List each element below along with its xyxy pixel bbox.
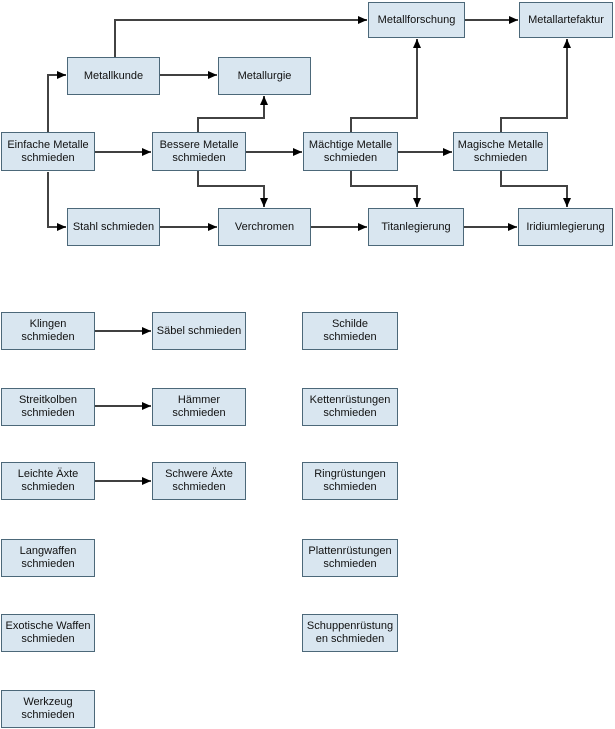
node-label-line: Säbel schmieden — [156, 324, 242, 337]
node-label-line: Schuppenrüstung — [306, 620, 394, 632]
node-titanlegierung[interactable]: Titanlegierung — [368, 208, 464, 246]
node-saebel-schmieden[interactable]: Säbel schmieden — [152, 312, 246, 350]
node-label-line: schmieden — [323, 151, 378, 164]
node-label-line: Stahl schmieden — [72, 220, 155, 233]
node-label-line: Hämmer — [177, 394, 221, 406]
node-iridiumlegierung[interactable]: Iridiumlegierung — [518, 208, 613, 246]
node-label-line: Schilde — [331, 318, 369, 330]
node-label-line: Iridiumlegierung — [526, 220, 605, 233]
edge-bessere-metalle-schmieden-to-metallurgie — [197, 96, 268, 132]
node-label-line: schmieden — [21, 481, 75, 493]
node-label-line: Klingen — [29, 318, 67, 330]
node-label-line: Langwaffen — [19, 545, 77, 557]
node-verchromen[interactable]: Verchromen — [218, 208, 311, 246]
node-label-line: schmieden — [21, 558, 75, 570]
node-label-line: Ringrüstungen — [314, 468, 386, 480]
node-metallkunde[interactable]: Metallkunde — [67, 57, 160, 95]
node-label-line: Metallartefaktur — [528, 13, 604, 26]
node-label-line: Plattenrüstungen — [308, 545, 392, 557]
edge-magische-metalle-schmieden-to-metallartefaktur — [500, 39, 571, 132]
node-label-line: Mächtige Metalle — [308, 138, 393, 151]
node-metallartefaktur[interactable]: Metallartefaktur — [519, 2, 613, 38]
node-label-line: Verchromen — [234, 220, 295, 233]
node-label-line: Exotische Waffen — [5, 620, 91, 632]
edge-einfache-metalle-schmieden-to-stahl-schmieden — [47, 172, 66, 231]
node-metallforschung[interactable]: Metallforschung — [368, 2, 465, 38]
node-label-line: Einfache Metalle — [7, 138, 89, 151]
node-label-line: Kettenrüstungen — [309, 394, 391, 406]
node-label-line: Metallforschung — [377, 13, 456, 26]
node-label-line: schmieden — [473, 151, 528, 164]
node-label-line: Magische Metalle — [457, 138, 544, 151]
node-label-line: schmieden — [21, 709, 75, 721]
node-stahl-schmieden[interactable]: Stahl schmieden — [67, 208, 160, 246]
node-label-line: Werkzeug — [23, 696, 73, 708]
edge-maechtige-metalle-schmieden-to-titanlegierung — [350, 171, 421, 207]
node-label-line: en schmieden — [315, 633, 385, 645]
node-label-line: Schwere Äxte — [165, 468, 233, 480]
node-label-line: schmieden — [323, 331, 377, 343]
node-label-line: Metallurgie — [237, 69, 292, 82]
edge-magische-metalle-schmieden-to-iridiumlegierung — [500, 171, 571, 207]
node-metallurgie[interactable]: Metallurgie — [218, 57, 311, 95]
edge-metallkunde-to-metallforschung — [114, 16, 367, 57]
node-label-line: Metallkunde — [83, 69, 144, 82]
node-label-line: schmieden — [21, 331, 75, 343]
node-label-line: schmieden — [21, 407, 75, 419]
node-label-line: schmieden — [172, 151, 226, 164]
node-label-line: Leichte Äxte — [17, 468, 79, 480]
edge-maechtige-metalle-schmieden-to-metallforschung — [350, 39, 421, 132]
node-label-line: Titanlegierung — [381, 220, 451, 233]
node-label-line: schmieden — [323, 407, 377, 419]
node-label-line: schmieden — [172, 407, 226, 419]
node-label-line: schmieden — [172, 481, 226, 493]
node-label-line: schmieden — [323, 481, 377, 493]
node-label-line: Streitkolben — [18, 394, 78, 406]
node-label-line: schmieden — [21, 633, 75, 645]
edge-einfache-metalle-schmieden-to-metallkunde — [47, 71, 66, 132]
node-label-line: schmieden — [323, 558, 377, 570]
node-label-line: schmieden — [21, 151, 75, 164]
edge-bessere-metalle-schmieden-to-verchromen — [197, 171, 268, 207]
node-label-line: Bessere Metalle — [159, 138, 239, 151]
